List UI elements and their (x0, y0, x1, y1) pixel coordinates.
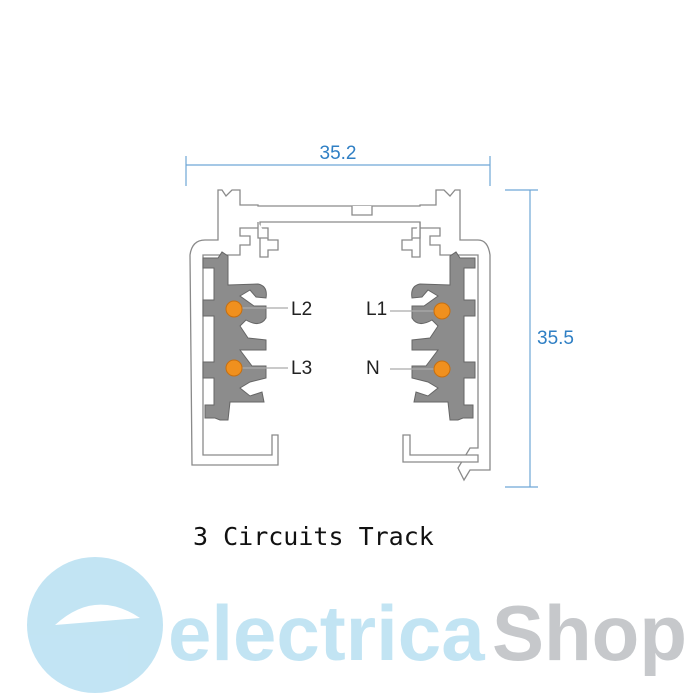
conductor-dot (225, 300, 243, 318)
diagram-title: 3 Circuits Track (193, 522, 434, 551)
watermark-text-electrica: electrica (168, 589, 485, 677)
width-dimension: 35.2 (185, 143, 491, 186)
left-insulator (202, 251, 267, 421)
watermark-logo: electrica Shop (27, 557, 687, 693)
watermark-text-shop: Shop (492, 589, 687, 677)
conductor-l1: L1 (366, 299, 451, 320)
conductor-label-n: N (366, 358, 380, 379)
conductor-l3: L3 (225, 358, 312, 379)
conductor-l2: L2 (225, 299, 312, 320)
conductor-dot (433, 360, 451, 378)
conductor-dot (225, 359, 243, 377)
watermark-e-icon (27, 557, 163, 693)
width-dimension-label: 35.2 (320, 143, 357, 164)
conductor-dot (433, 302, 451, 320)
conductor-label-l2: L2 (291, 299, 312, 320)
conductor-n: N (366, 358, 451, 379)
track-housing (189, 189, 491, 482)
height-dimension: 35.5 (505, 189, 574, 488)
conductor-label-l3: L3 (291, 358, 312, 379)
right-insulator (411, 251, 476, 421)
conductor-label-l1: L1 (366, 299, 387, 320)
height-dimension-label: 35.5 (537, 328, 574, 349)
